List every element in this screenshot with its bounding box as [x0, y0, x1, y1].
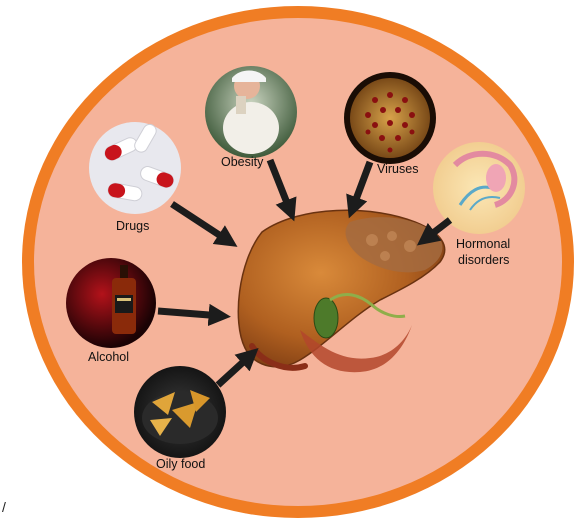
label-hormonal-line2: disorders	[458, 253, 509, 267]
label-obesity: Obesity	[221, 155, 263, 169]
label-alcohol: Alcohol	[88, 350, 129, 364]
obesity-photo-icon	[205, 66, 297, 158]
label-viruses: Viruses	[377, 162, 418, 176]
virus-icon	[344, 72, 436, 164]
label-oily-food: Oily food	[156, 457, 205, 471]
samosa-icon	[134, 366, 226, 458]
label-drugs: Drugs	[116, 219, 149, 233]
label-hormonal-line1: Hormonal	[456, 237, 510, 251]
arrow-alcohol	[158, 311, 222, 316]
liquor-bottle-icon	[66, 258, 156, 348]
pills-icon	[89, 122, 181, 214]
stray-mark: /	[2, 499, 6, 515]
